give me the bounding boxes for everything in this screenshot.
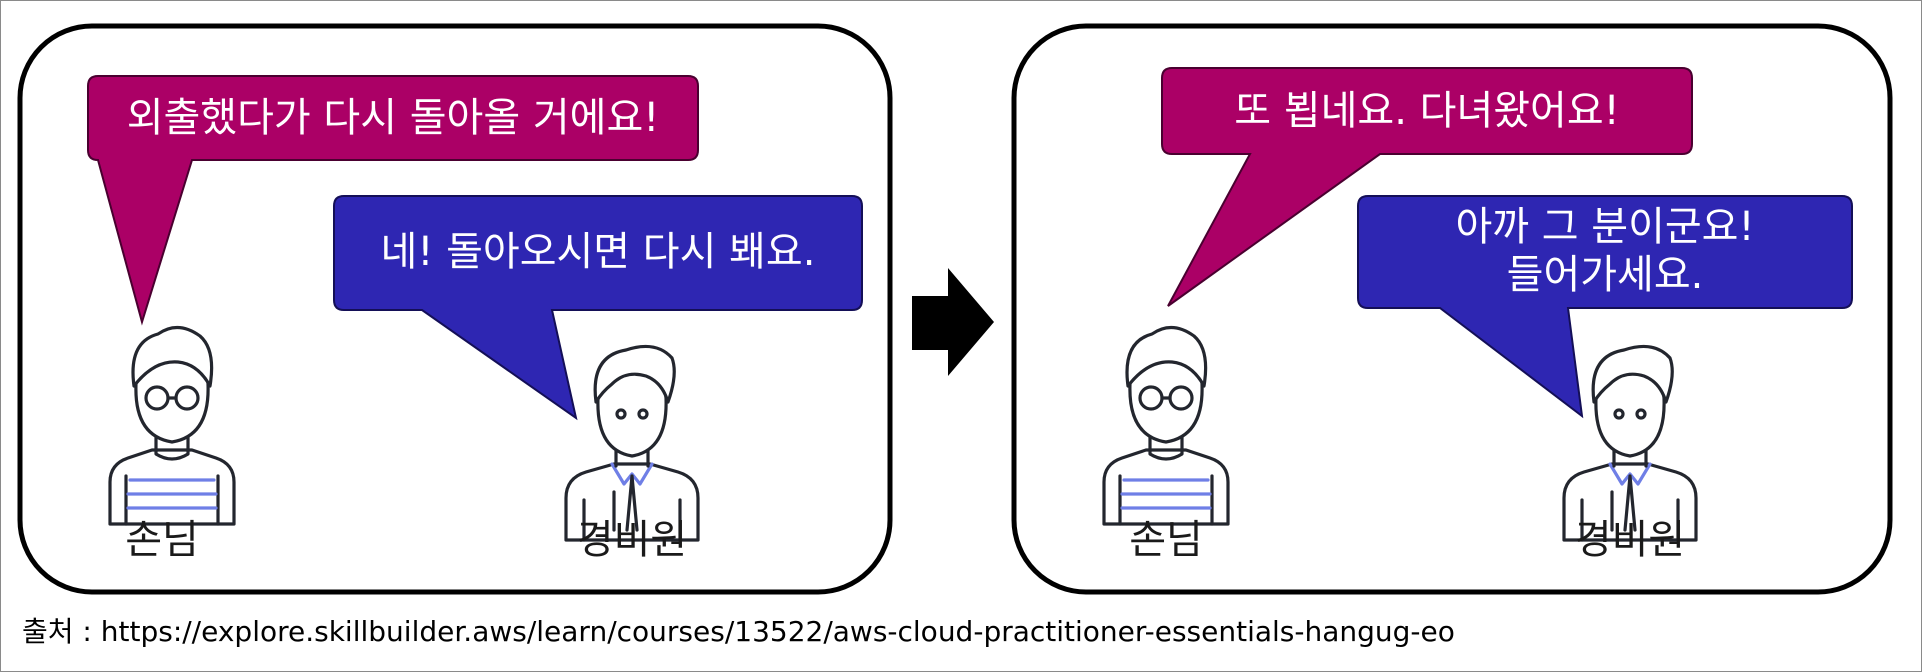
panel-left: 외출했다가 다시 돌아올 거에요! 네! 돌아오시면 다시 봬요. 손님 경비원 — [17, 23, 893, 595]
guest-label: 손님 — [125, 517, 199, 563]
right-arrow-icon — [912, 268, 994, 376]
guest-bubble-text: 또 뵙네요. 다녀왔어요! — [1234, 88, 1619, 134]
guest-speech-bubble: 외출했다가 다시 돌아올 거에요! — [87, 75, 699, 326]
guard-speech-bubble: 아까 그 분이군요! 들어가세요. — [1357, 195, 1853, 419]
guest-bubble-text: 외출했다가 다시 돌아올 거에요! — [127, 95, 660, 141]
guard-bubble-text-line-1: 아까 그 분이군요! — [1455, 204, 1754, 250]
guard-bubble-text: 네! 돌아오시면 다시 봬요. — [381, 229, 816, 275]
guest-label: 손님 — [1129, 517, 1203, 563]
guard-label: 경비원 — [577, 517, 687, 563]
guard-bubble-text-line-2: 들어가세요. — [1507, 252, 1704, 298]
guard-label: 경비원 — [1575, 517, 1685, 563]
panel-right: 또 뵙네요. 다녀왔어요! 아까 그 분이군요! 들어가세요. 손님 경비원 — [1011, 23, 1893, 595]
guard-speech-bubble: 네! 돌아오시면 다시 봬요. — [333, 195, 863, 421]
source-caption: 출처 : https://explore.skillbuilder.aws/le… — [22, 615, 1455, 648]
guest-speech-bubble: 또 뵙네요. 다녀왔어요! — [1161, 67, 1693, 307]
